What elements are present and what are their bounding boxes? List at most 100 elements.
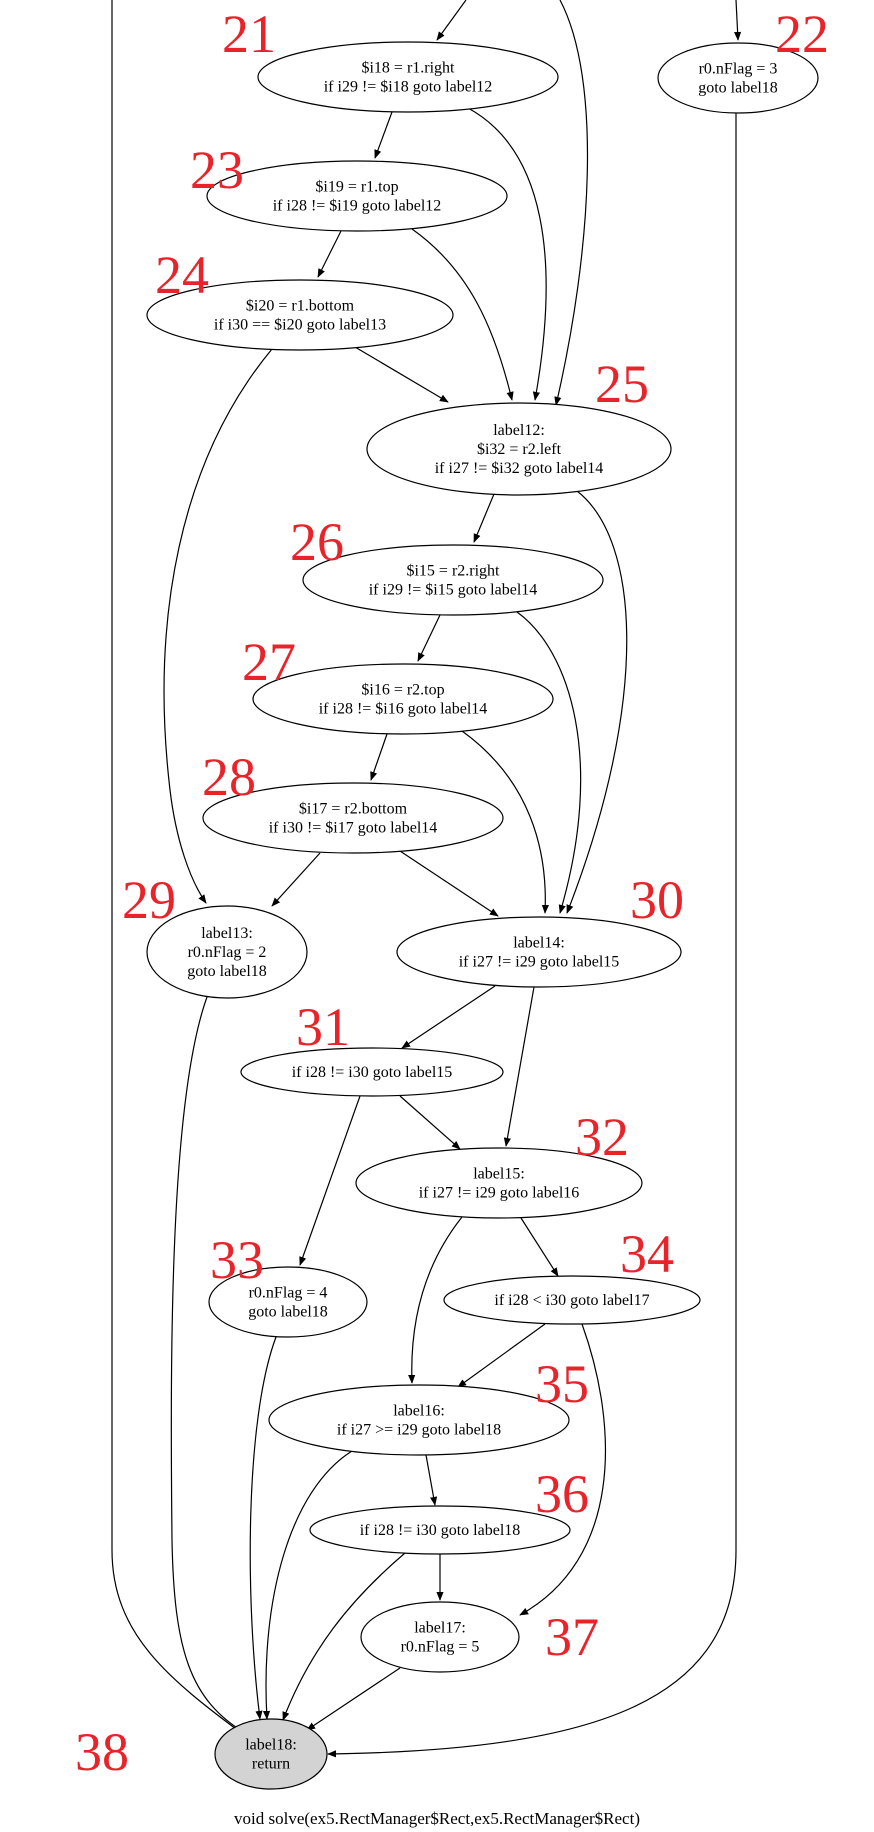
node-35-number: 35 bbox=[535, 1354, 589, 1414]
edge-28-to-29 bbox=[271, 852, 321, 907]
node-21-number: 21 bbox=[222, 4, 276, 64]
node-38-line-1: label18: bbox=[245, 1737, 297, 1754]
node-23: $i19 = r1.top if i28 != $i19 goto label12… bbox=[190, 140, 508, 232]
edge-29-to-38 bbox=[170, 996, 246, 1734]
edge-35-to-38 bbox=[262, 1450, 353, 1720]
node-30-line-2: if i27 != i29 goto label15 bbox=[459, 954, 620, 971]
node-25-line-2: $i32 = r2.left bbox=[477, 441, 562, 458]
node-28-line-1: $i17 = r2.bottom bbox=[299, 801, 408, 818]
edge-35-to-36 bbox=[425, 1454, 438, 1506]
node-26-shape bbox=[302, 544, 604, 616]
node-27-number: 27 bbox=[242, 632, 296, 692]
node-24-line-1: $i20 = r1.bottom bbox=[246, 298, 355, 315]
edge-25-to-26 bbox=[473, 493, 495, 543]
node-26-line-2: if i29 != $i15 goto label14 bbox=[369, 582, 538, 599]
node-24-shape bbox=[146, 279, 454, 351]
node-23-line-2: if i28 != $i19 goto label12 bbox=[273, 198, 442, 215]
edge-34-to-35 bbox=[457, 1323, 546, 1388]
node-27-line-2: if i28 != $i16 goto label14 bbox=[319, 701, 488, 718]
node-22-line-2: goto label18 bbox=[698, 80, 778, 97]
node-26-number: 26 bbox=[290, 512, 344, 572]
node-33-number: 33 bbox=[210, 1230, 264, 1290]
node-36-number: 36 bbox=[535, 1464, 589, 1524]
node-30-shape bbox=[396, 916, 682, 988]
node-25-shape bbox=[366, 402, 672, 496]
node-34: if i28 < i30 goto label17 34 bbox=[443, 1224, 701, 1325]
node-29-shape bbox=[146, 905, 308, 999]
edge-27-to-30 bbox=[461, 730, 549, 914]
node-29-line-3: goto label18 bbox=[187, 963, 267, 980]
node-26-line-1: $i15 = r2.right bbox=[406, 563, 500, 580]
node-23-shape bbox=[206, 160, 508, 232]
node-25-line-3: if i27 != $i32 goto label14 bbox=[435, 460, 604, 477]
node-37-line-1: label17: bbox=[414, 1620, 466, 1637]
node-36-line-1: if i28 != i30 goto label18 bbox=[360, 1522, 521, 1539]
edge-37-to-38 bbox=[306, 1667, 401, 1731]
node-25: label12: $i32 = r2.left if i27 != $i32 got… bbox=[366, 354, 672, 496]
node-30-line-1: label14: bbox=[513, 935, 565, 952]
node-29-line-1: label13: bbox=[201, 925, 253, 942]
node-22-line-1: r0.nFlag = 3 bbox=[699, 61, 778, 78]
edge-28-to-30 bbox=[399, 850, 499, 917]
node-36: if i28 != i30 goto label18 36 bbox=[309, 1464, 589, 1555]
edge-21-to-25 bbox=[467, 107, 547, 401]
node-22-shape bbox=[657, 42, 819, 114]
node-25-number: 25 bbox=[595, 354, 649, 414]
node-33-line-1: r0.nFlag = 4 bbox=[249, 1285, 328, 1302]
node-22-number: 22 bbox=[775, 4, 829, 64]
node-31-line-1: if i28 != i30 goto label15 bbox=[292, 1064, 453, 1081]
edge-36-to-38 bbox=[282, 1552, 406, 1721]
edge-30-to-32 bbox=[503, 986, 535, 1147]
node-32-line-1: label15: bbox=[473, 1166, 525, 1183]
node-35: label16: if i27 >= i29 goto label18 35 bbox=[268, 1354, 589, 1456]
edge-24-to-25 bbox=[354, 346, 449, 403]
node-34-shape bbox=[443, 1275, 701, 1325]
edge-32-to-35 bbox=[408, 1216, 463, 1384]
node-35-line-1: label16: bbox=[393, 1403, 445, 1420]
edge-incoming-21-a bbox=[436, 0, 467, 41]
edge-24-to-29 bbox=[163, 348, 273, 904]
edge-left-bypass-to-38 bbox=[111, 0, 249, 1739]
node-28: $i17 = r2.bottom if i30 != $i17 goto labe… bbox=[202, 747, 504, 854]
node-23-number: 23 bbox=[190, 140, 244, 200]
node-33-shape bbox=[208, 1266, 368, 1338]
edge-23-to-25 bbox=[411, 228, 514, 401]
node-28-number: 28 bbox=[202, 747, 256, 807]
node-35-line-2: if i27 >= i29 goto label18 bbox=[337, 1422, 501, 1439]
edge-23-to-24 bbox=[317, 230, 342, 278]
edge-22-to-38 bbox=[327, 113, 737, 1758]
node-28-line-2: if i30 != $i17 goto label14 bbox=[269, 820, 438, 837]
edge-30-to-31 bbox=[401, 985, 496, 1049]
node-31: if i28 != i30 goto label15 31 bbox=[240, 997, 504, 1097]
node-34-number: 34 bbox=[620, 1224, 674, 1284]
node-26: $i15 = r2.right if i29 != $i15 goto label… bbox=[290, 512, 604, 616]
edge-33-to-38 bbox=[249, 1336, 277, 1720]
edge-25-to-30 bbox=[566, 490, 628, 914]
node-28-shape bbox=[202, 782, 504, 854]
graph-caption: void solve(ex5.RectManager$Rect,ex5.Rect… bbox=[234, 1809, 640, 1828]
edge-26-to-27 bbox=[417, 614, 441, 662]
node-38-line-2: return bbox=[252, 1756, 290, 1773]
node-31-number: 31 bbox=[296, 997, 350, 1057]
edge-27-to-28 bbox=[370, 733, 388, 781]
node-34-line-1: if i28 < i30 goto label17 bbox=[494, 1292, 649, 1309]
edges-layer bbox=[163, 107, 737, 1758]
node-36-shape bbox=[309, 1505, 571, 1555]
node-37-number: 37 bbox=[545, 1607, 599, 1667]
edge-31-to-33 bbox=[299, 1095, 361, 1266]
node-24-number: 24 bbox=[155, 245, 209, 305]
edge-26-to-30 bbox=[516, 611, 582, 914]
node-25-line-1: label12: bbox=[493, 422, 545, 439]
edge-31-to-32 bbox=[399, 1095, 461, 1150]
node-23-line-1: $i19 = r1.top bbox=[315, 179, 398, 196]
edge-34-to-37 bbox=[519, 1323, 607, 1616]
edge-incoming-22-a bbox=[733, 0, 742, 41]
